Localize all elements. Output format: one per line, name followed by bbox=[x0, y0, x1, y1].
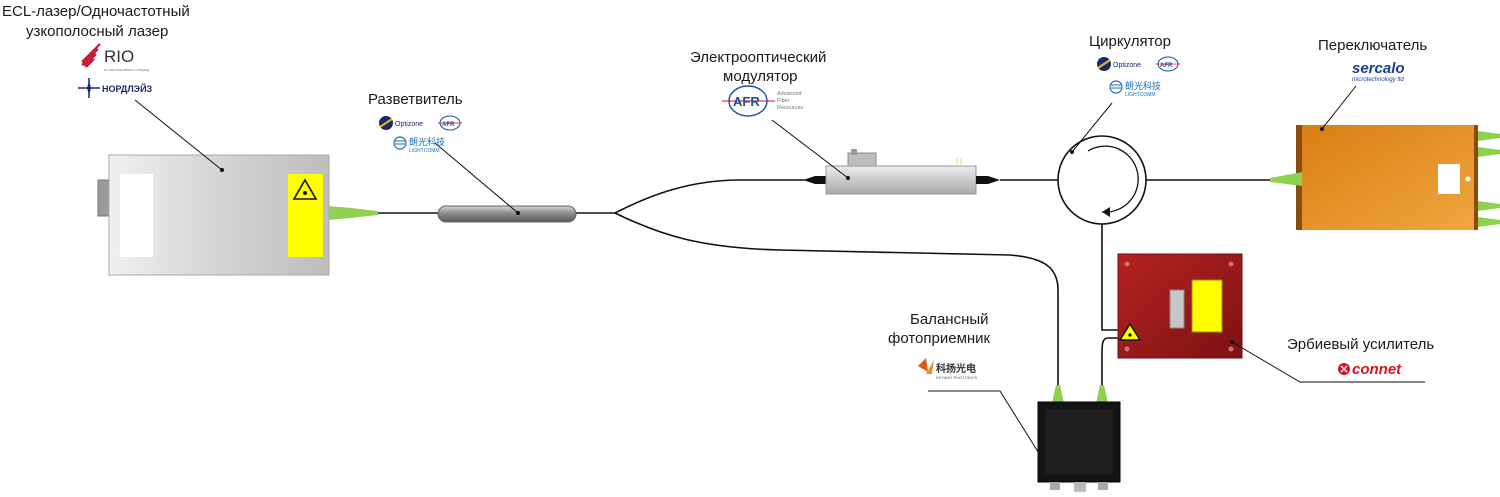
amplifier-warning-icon bbox=[1118, 322, 1142, 341]
detector-in-connector-2 bbox=[1096, 385, 1108, 403]
circulator-optizone-text: Optizone bbox=[1113, 62, 1141, 69]
laser-warning-icon bbox=[292, 178, 318, 200]
splitter-lightcomm-text: 朗光科技 bbox=[409, 136, 445, 147]
nordlase-logo: НОРДЛЭЙЗ bbox=[78, 78, 153, 98]
amplifier-title: Эрбиевый усилитель bbox=[1287, 336, 1434, 353]
modulator-afr-text: AFR bbox=[733, 94, 760, 109]
modulator-afr-sub1: Advanced bbox=[777, 91, 801, 97]
connet-logo-text: connet bbox=[1352, 361, 1402, 378]
splitter-afr-logo: AFR bbox=[438, 115, 462, 131]
amplifier-screw-tl bbox=[1124, 261, 1130, 267]
splitter-optizone-text: Optizone bbox=[395, 121, 423, 128]
circulator-lightcomm-logo: 朗光科技 LIGHTCOMM bbox=[1109, 80, 1161, 98]
keyang-logo-text: 科扬光电 bbox=[936, 362, 976, 375]
switch-indicator bbox=[1465, 176, 1471, 182]
switch-white-window bbox=[1438, 164, 1460, 194]
circulator-leader-line bbox=[1071, 102, 1113, 153]
circulator-device bbox=[1057, 135, 1147, 225]
connet-logo: connet bbox=[1338, 361, 1402, 378]
detector-port-3 bbox=[1098, 482, 1108, 490]
splitter-optizone-logo: Optizone bbox=[379, 116, 423, 130]
detector-leader-line bbox=[928, 390, 1041, 456]
laser-warning-dot bbox=[303, 191, 307, 195]
sercalo-logo-sub: microtechnology ltd bbox=[1352, 77, 1404, 83]
nordlase-logo-text: НОРДЛЭЙЗ bbox=[102, 83, 153, 94]
fiber-splitter-to-detector bbox=[614, 212, 1059, 395]
switch-out-connector-4 bbox=[1478, 217, 1500, 227]
amplifier-screw-bl bbox=[1124, 346, 1130, 352]
sercalo-logo: sercalo microtechnology ltd bbox=[1352, 60, 1405, 83]
detector-in-connector-1 bbox=[1052, 385, 1064, 403]
circulator-afr-logo: AFR bbox=[1156, 56, 1180, 72]
circulator-afr-text: AFR bbox=[1160, 63, 1173, 69]
circulator-ring bbox=[1057, 135, 1147, 225]
modulator-title-line2: модулятор bbox=[723, 68, 798, 85]
laser-title-line2: узкополосный лазер bbox=[26, 23, 168, 40]
splitter-device bbox=[437, 205, 577, 223]
switch-out-connector-3 bbox=[1478, 201, 1500, 211]
laser-device bbox=[97, 154, 378, 276]
laser-white-window bbox=[120, 174, 153, 257]
detector-device bbox=[1037, 385, 1121, 492]
splitter-leader-line bbox=[434, 142, 519, 214]
rio-logo-text: RIO bbox=[104, 47, 134, 66]
splitter-lightcomm-logo: 朗光科技 LIGHTCOMM bbox=[393, 136, 445, 154]
detector-port-1 bbox=[1050, 482, 1060, 490]
circulator-arrowhead bbox=[1102, 207, 1110, 217]
keyang-logo-sub: KEYANG PHOTONICS bbox=[936, 375, 978, 380]
detector-port-2 bbox=[1074, 482, 1086, 492]
detector-title-line1: Балансный bbox=[910, 311, 989, 328]
circulator-optizone-logo: Optizone bbox=[1097, 57, 1141, 71]
keyang-logo: 科扬光电 KEYANG PHOTONICS bbox=[918, 358, 978, 380]
splitter-lightcomm-sub: LIGHTCOMM bbox=[409, 148, 440, 154]
modulator-left-boot bbox=[803, 176, 826, 184]
modulator-title-line1: Электрооптический bbox=[690, 49, 826, 66]
switch-device bbox=[1270, 125, 1500, 230]
switch-out-connector-1 bbox=[1478, 131, 1500, 141]
fiber-lines bbox=[378, 179, 1270, 395]
switch-title: Переключатель bbox=[1318, 37, 1427, 54]
laser-title-line1: ECL-лазер/Одночастотный bbox=[2, 3, 190, 20]
laser-output-connector bbox=[329, 206, 378, 220]
modulator-right-boot bbox=[976, 176, 1000, 184]
rio-logo-sub: a Luna Innovations Company bbox=[104, 68, 150, 72]
splitter-body bbox=[437, 205, 577, 223]
splitter-title: Разветвитель bbox=[368, 91, 463, 108]
rio-logo: RIO a Luna Innovations Company bbox=[81, 43, 150, 72]
laser-leader-line bbox=[134, 99, 223, 171]
modulator-rf-port bbox=[847, 152, 877, 168]
detector-title-line2: фотоприемник bbox=[888, 330, 991, 347]
fiber-circulator-to-amplifier bbox=[1101, 222, 1118, 331]
amplifier-device bbox=[1117, 253, 1243, 359]
modulator-afr-sub2: Fiber bbox=[777, 98, 790, 104]
modulator-leader-line bbox=[771, 119, 849, 179]
splitter-afr-text: AFR bbox=[442, 122, 455, 128]
modulator-body bbox=[825, 165, 977, 195]
circulator-lightcomm-text: 朗光科技 bbox=[1125, 80, 1161, 91]
modulator-rf-tip bbox=[851, 149, 857, 155]
switch-out-connector-2 bbox=[1478, 147, 1500, 157]
fiber-splitter-to-modulator bbox=[614, 179, 805, 214]
amplifier-slot bbox=[1169, 289, 1185, 329]
switch-leader-line bbox=[1321, 85, 1357, 130]
circulator-arrow bbox=[1087, 145, 1139, 213]
modulator-device bbox=[803, 149, 1000, 195]
switch-in-connector bbox=[1270, 172, 1302, 186]
circulator-title: Циркулятор bbox=[1089, 33, 1171, 50]
modulator-afr-logo: AFR Advanced Fiber Resources bbox=[722, 85, 804, 117]
sercalo-logo-text: sercalo bbox=[1352, 60, 1405, 77]
amplifier-screw-tr bbox=[1228, 261, 1234, 267]
detector-inner-panel bbox=[1045, 409, 1113, 475]
amplifier-warning-panel bbox=[1191, 279, 1223, 333]
amplifier-screw-br bbox=[1228, 346, 1234, 352]
modulator-afr-sub3: Resources bbox=[777, 105, 804, 111]
fiber-amplifier-to-detector bbox=[1101, 337, 1118, 395]
circulator-lightcomm-sub: LIGHTCOMM bbox=[1125, 92, 1156, 98]
amplifier-leader-line bbox=[1231, 341, 1425, 383]
